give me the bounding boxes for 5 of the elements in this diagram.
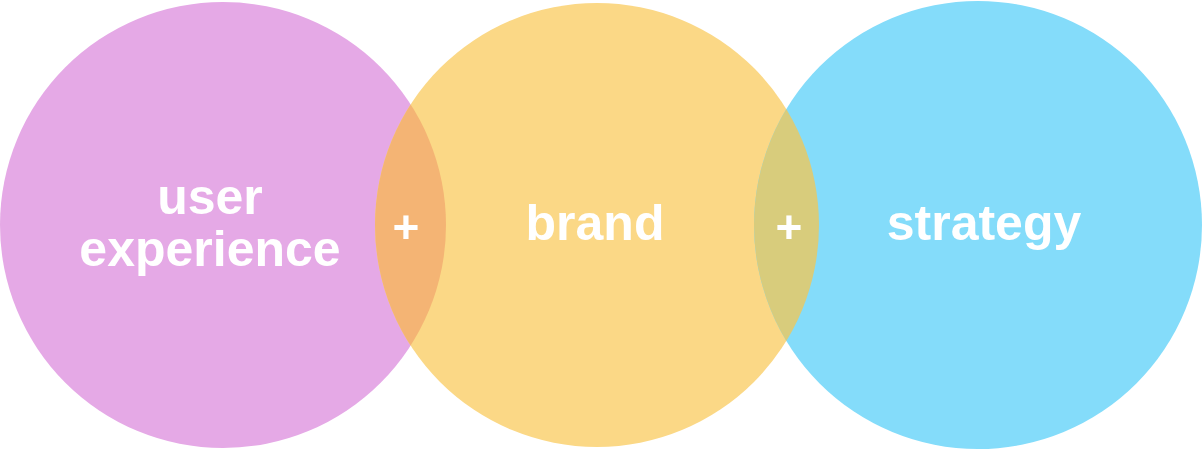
circle-label: strategy <box>886 197 1082 249</box>
circle-label: brand <box>525 197 665 249</box>
plus-sign: + <box>392 204 420 250</box>
plus-sign: + <box>775 204 803 250</box>
circle-label: user experience <box>78 171 342 275</box>
